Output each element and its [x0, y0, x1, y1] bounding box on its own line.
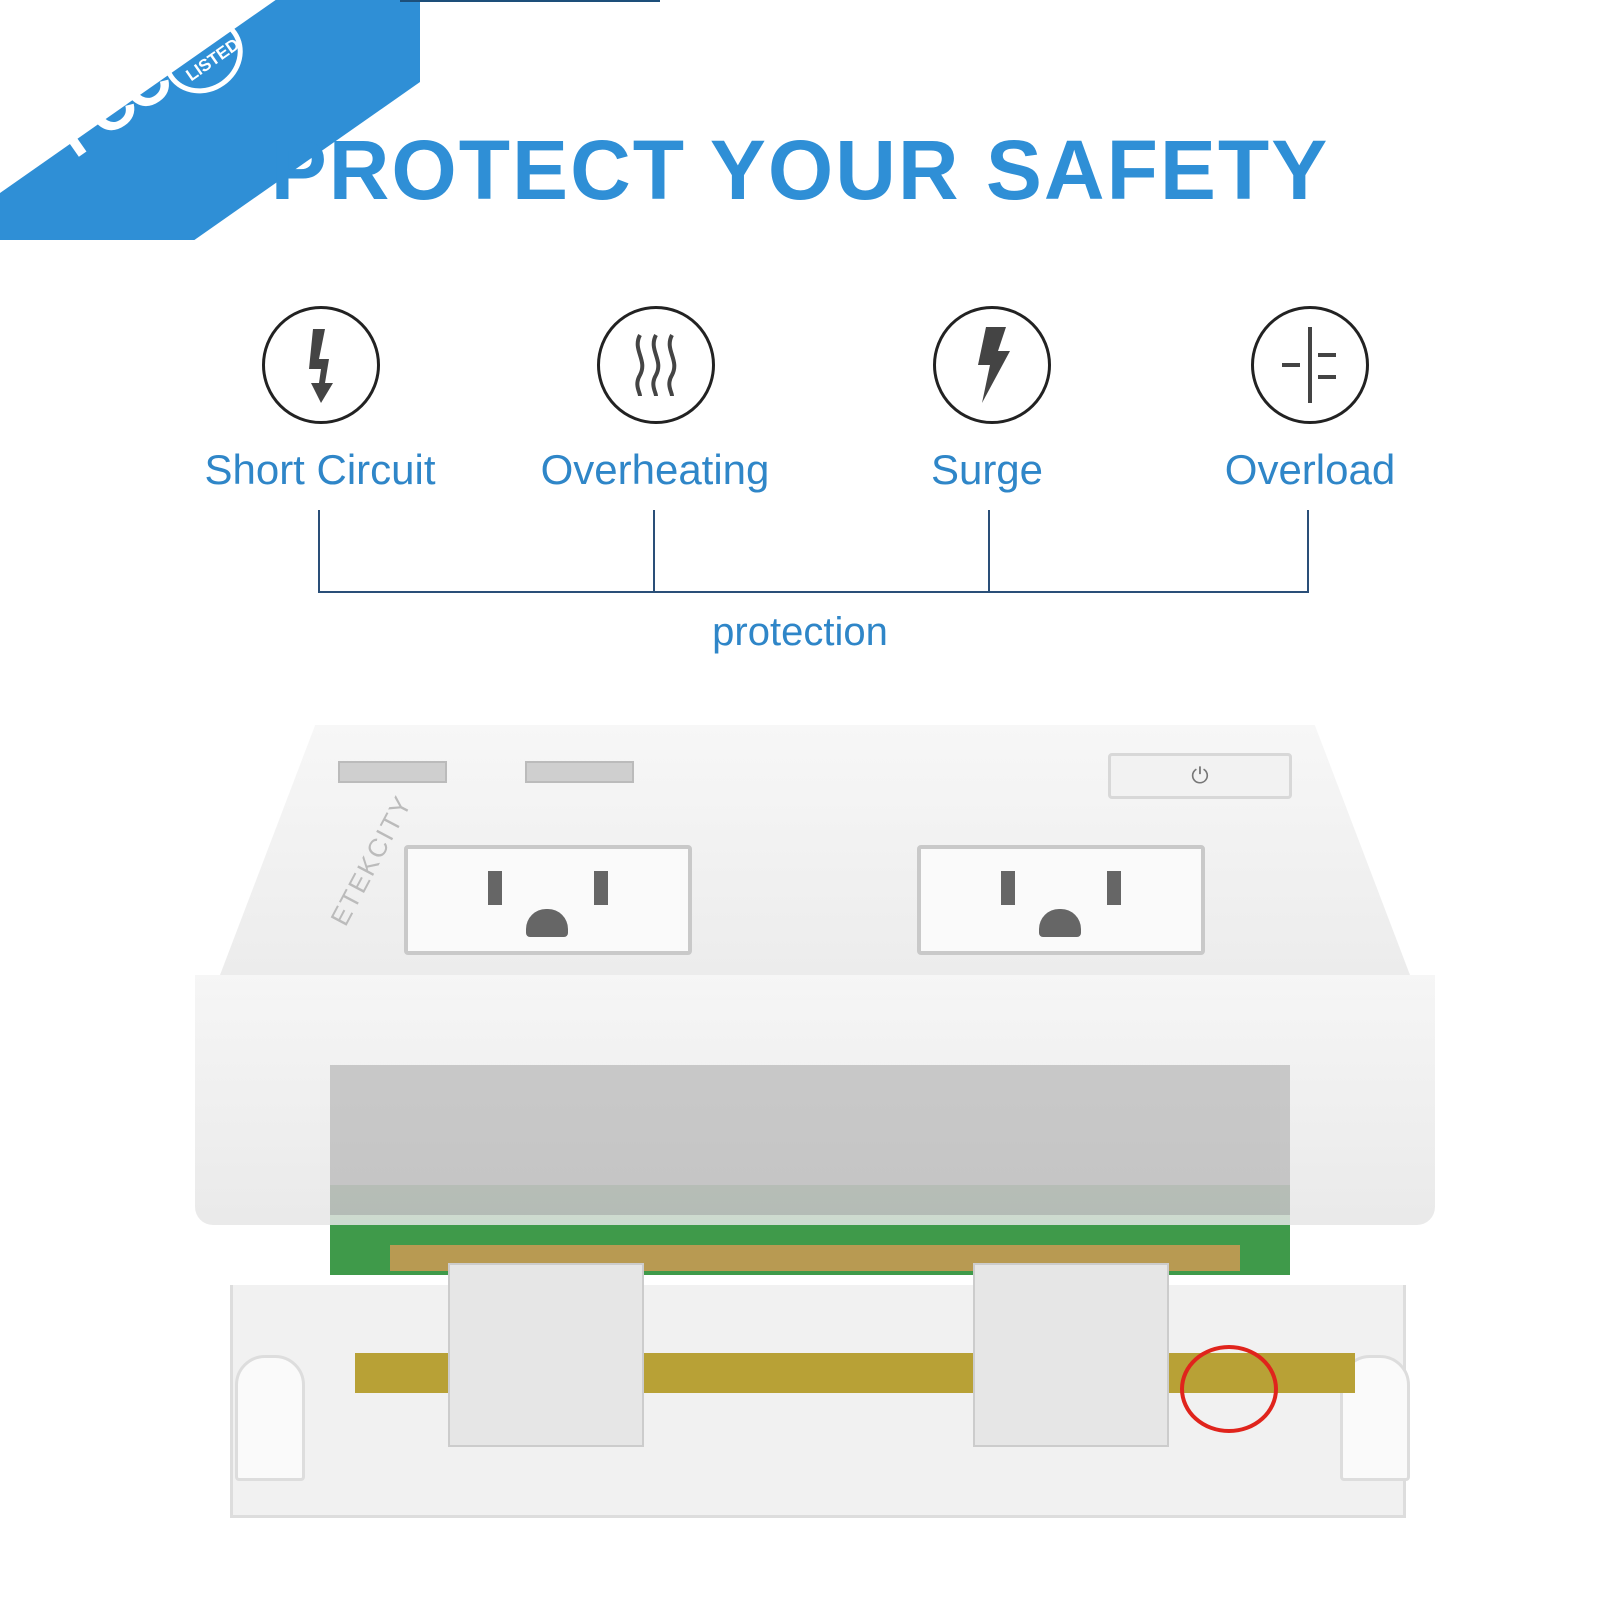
power-icon: ⏻ [1191, 763, 1209, 788]
bracket-line [1307, 510, 1309, 592]
outlet-contact [448, 1263, 644, 1447]
usb-port [338, 761, 447, 783]
label-overheating: Overheating [540, 446, 770, 493]
protection-label: protection [712, 610, 888, 654]
outlet-slot [594, 871, 608, 905]
lightning-arrow-icon [262, 306, 380, 424]
internal-components [330, 1065, 1290, 1215]
housing-top: ⏻ ETEKCITY [220, 725, 1410, 975]
outlet-slot [1107, 871, 1121, 905]
outlet-ground [526, 909, 568, 937]
power-button: ⏻ [1108, 753, 1292, 799]
page-title: PROTECT YOUR SAFETY [270, 123, 1330, 217]
label-short-circuit: Short Circuit [204, 446, 436, 493]
bracket-line [318, 510, 320, 592]
mount-post [1340, 1355, 1410, 1481]
usb-port [525, 761, 634, 783]
power-strip-image: ⏻ ETEKCITY [190, 725, 1450, 1545]
red-wire [1180, 1345, 1278, 1433]
label-overload: Overload [1224, 446, 1396, 493]
bracket-base [318, 591, 1309, 593]
etl-logo-text: ETL LISTED [178, 30, 243, 85]
ac-outlet [917, 845, 1205, 955]
top-divider [400, 0, 660, 2]
housing-side [195, 975, 1435, 1225]
ac-outlet [404, 845, 692, 955]
lightning-bolt-icon [933, 306, 1051, 424]
outlet-slot [1001, 871, 1015, 905]
label-surge: Surge [930, 446, 1044, 493]
bracket-line [653, 510, 655, 592]
capacitor-icon [1251, 306, 1369, 424]
heat-waves-icon [597, 306, 715, 424]
outlet-slot [488, 871, 502, 905]
outlet-contact [973, 1263, 1169, 1447]
bracket-line [988, 510, 990, 592]
mount-post [235, 1355, 305, 1481]
outlet-ground [1039, 909, 1081, 937]
